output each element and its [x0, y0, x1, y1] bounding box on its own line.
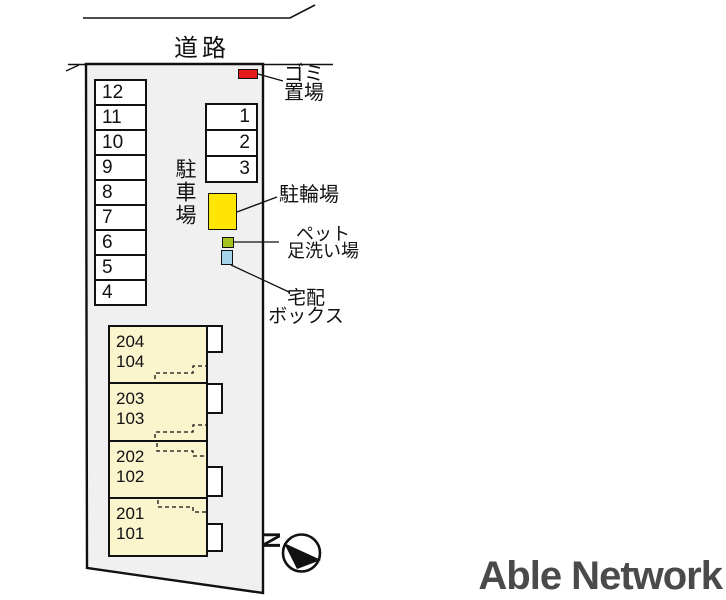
- parking-stall: 10: [94, 129, 147, 156]
- unit-entrance-porch: [206, 383, 223, 414]
- unit-number-lower: 104: [116, 352, 145, 371]
- stall-number: 12: [102, 81, 124, 103]
- garbage-area-marker: [238, 69, 258, 79]
- stall-number: 10: [102, 131, 124, 153]
- delivery-leader-line: [230, 264, 290, 293]
- brand-logo-text: Able Network: [478, 554, 723, 598]
- delivery-box-marker: [221, 250, 233, 265]
- unit-number-lower: 101: [116, 524, 145, 543]
- bicycle-parking-label: 駐輪場: [279, 184, 339, 206]
- building-unit-202-102: 202 102: [108, 440, 208, 499]
- parking-stall: 7: [94, 204, 147, 231]
- unit-number-upper: 201: [116, 504, 145, 523]
- parking-stall: 8: [94, 179, 147, 206]
- unit-number-upper: 204: [116, 332, 145, 351]
- stall-number: 2: [239, 132, 250, 153]
- unit-number-lower: 103: [116, 409, 145, 428]
- delivery-box-label: 宅配 ボックス: [265, 288, 347, 327]
- building-unit-203-103: 203 103: [108, 382, 208, 442]
- building-unit-204-104: 204 104: [108, 325, 208, 384]
- parking-stall-column-right: 1 2 3: [205, 103, 258, 183]
- parking-area-label: 駐車場: [173, 158, 196, 227]
- unit-number-lower: 102: [116, 467, 145, 486]
- parking-stall-column-left: 12 11 10 9 8 7 6 5 4: [94, 79, 147, 306]
- compass-circle: [281, 533, 322, 573]
- garbage-area-label: ゴミ 置場: [276, 63, 332, 104]
- parking-stall: 5: [94, 254, 147, 281]
- stall-number: 3: [239, 158, 250, 179]
- bicycle-leader-line: [236, 196, 278, 213]
- unit-number-upper: 203: [116, 389, 145, 408]
- building-unit-201-101: 201 101: [108, 497, 208, 557]
- stall-number: 9: [102, 156, 113, 178]
- compass-needle: [284, 543, 321, 569]
- delivery-box-label-line1: 宅配: [286, 288, 325, 309]
- garbage-label-line1: ゴミ: [284, 63, 324, 85]
- unit-entrance-porch: [206, 523, 223, 552]
- parking-stall: 6: [94, 229, 147, 256]
- parking-stall: 2: [205, 129, 258, 157]
- delivery-box-label-line2: ボックス: [268, 306, 344, 327]
- stall-number: 5: [102, 256, 113, 278]
- parking-stall: 11: [94, 104, 147, 131]
- pet-wash-label-line1: ペット: [296, 224, 350, 244]
- parking-stall: 9: [94, 154, 147, 181]
- stall-number: 7: [102, 206, 113, 228]
- bicycle-parking-marker: [208, 193, 237, 230]
- unit-number-upper: 202: [116, 447, 145, 466]
- parking-stall: 1: [205, 103, 258, 131]
- unit-entrance-porch: [206, 466, 223, 497]
- unit-entrance-porch: [206, 325, 223, 353]
- stall-number: 6: [102, 231, 113, 253]
- compass-north-letter: N: [259, 531, 285, 549]
- stall-number: 8: [102, 181, 113, 203]
- parking-stall: 12: [94, 79, 147, 106]
- road-label: 道路: [174, 35, 230, 62]
- garbage-label-line2: 置場: [284, 82, 324, 104]
- road-edge-tick: [65, 64, 80, 72]
- pet-wash-label: ペット 足洗い場: [283, 224, 363, 261]
- stall-number: 1: [239, 106, 250, 127]
- parking-stall: 4: [94, 279, 147, 306]
- stall-number: 11: [102, 106, 122, 128]
- pet-wash-label-line2: 足洗い場: [287, 241, 359, 261]
- pet-wash-marker: [222, 237, 234, 248]
- stall-number: 4: [102, 281, 113, 303]
- road-upper-edge-line: [83, 4, 316, 19]
- parking-stall: 3: [205, 155, 258, 183]
